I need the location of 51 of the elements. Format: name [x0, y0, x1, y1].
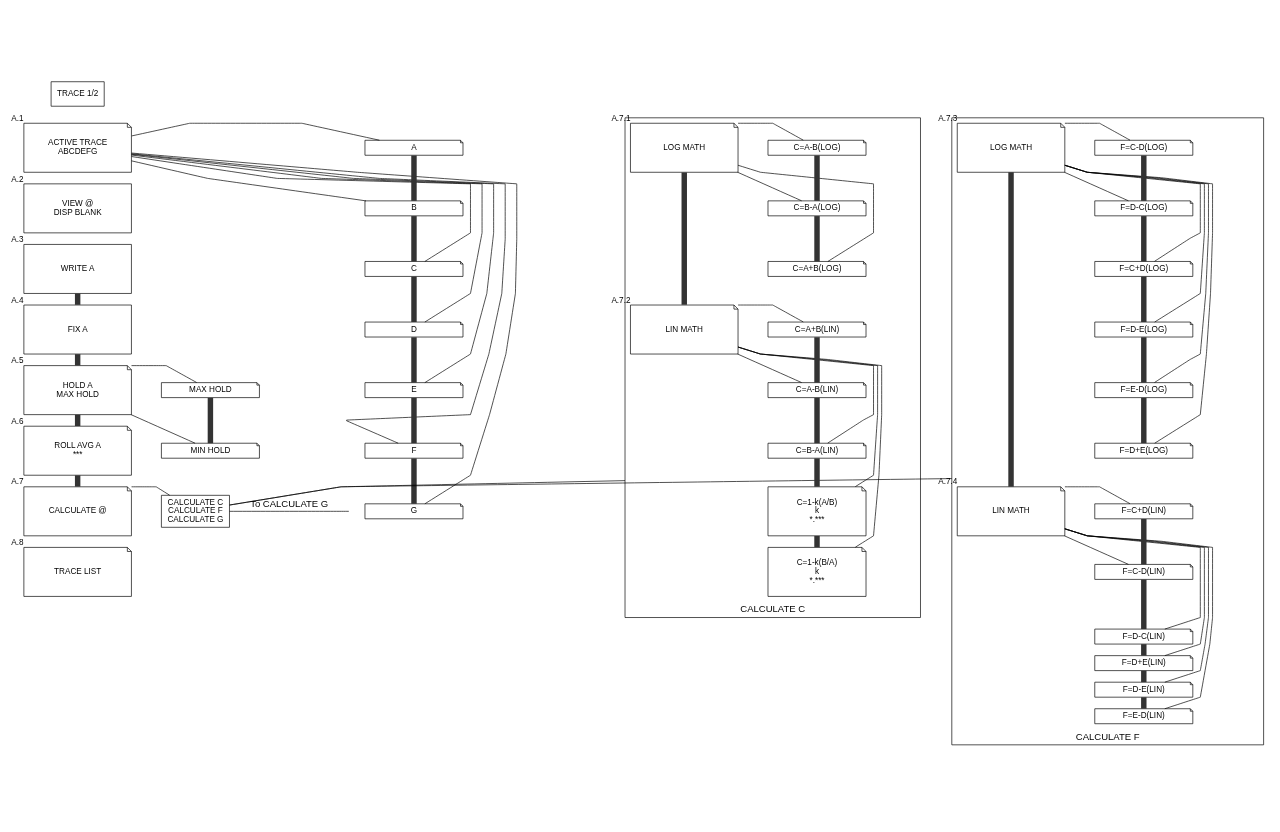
connector	[1141, 579, 1147, 630]
connector	[737, 171, 802, 202]
connector	[737, 122, 804, 141]
connector	[411, 276, 417, 322]
connector	[1064, 535, 1129, 565]
connector	[131, 152, 518, 505]
connector	[207, 397, 214, 444]
connector	[1064, 171, 1129, 202]
connector	[1008, 172, 1014, 487]
connector	[74, 475, 81, 487]
connector	[131, 154, 483, 323]
connector	[737, 304, 804, 323]
connector	[131, 153, 506, 444]
connector	[1064, 528, 1213, 710]
connector	[1141, 337, 1147, 383]
connector	[229, 478, 953, 506]
connector	[131, 153, 494, 383]
connector	[411, 216, 417, 262]
connector	[229, 510, 350, 512]
connector	[1141, 216, 1147, 262]
connector	[814, 337, 820, 383]
connector	[1141, 397, 1147, 444]
connector	[131, 156, 471, 262]
connector	[411, 458, 417, 504]
connector	[737, 164, 874, 262]
connector	[814, 397, 820, 444]
connector	[814, 216, 820, 262]
connector	[1141, 519, 1147, 565]
connector	[131, 160, 367, 202]
connector	[411, 155, 417, 201]
connector	[130, 414, 196, 444]
connector	[131, 486, 170, 496]
connector	[1141, 697, 1147, 709]
connector	[1141, 670, 1147, 683]
connector	[681, 172, 687, 305]
connector	[411, 397, 417, 444]
connector	[1141, 644, 1147, 656]
connector	[1141, 155, 1147, 201]
connector	[814, 535, 820, 548]
connector	[1064, 486, 1131, 505]
edge-label: To CALCULATE G	[250, 497, 329, 509]
connector	[131, 365, 197, 383]
connector	[411, 337, 417, 383]
connector	[737, 353, 802, 383]
connector	[814, 458, 820, 487]
connector	[737, 346, 883, 548]
connector	[814, 155, 820, 201]
connector	[131, 122, 380, 141]
connector	[1064, 164, 1213, 444]
connector	[1141, 276, 1147, 322]
connector	[1064, 122, 1131, 141]
